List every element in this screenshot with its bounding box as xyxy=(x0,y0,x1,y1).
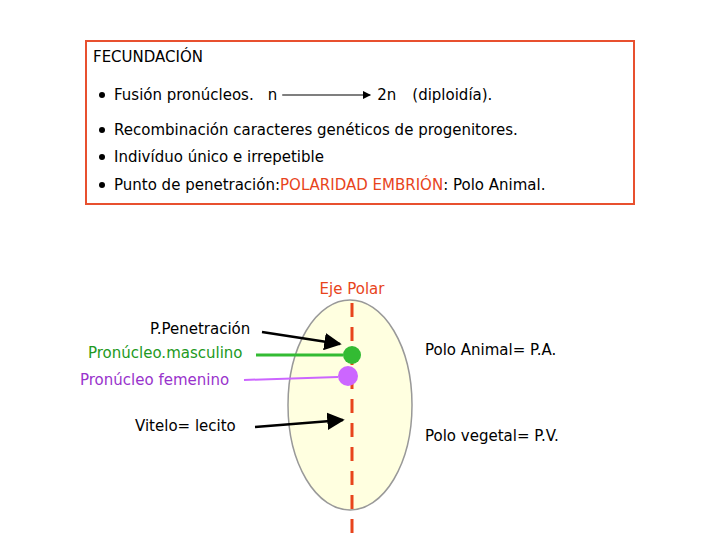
bullet-dot xyxy=(99,92,105,98)
part-label: Pronúcleo.masculino xyxy=(88,344,243,362)
leader-line xyxy=(244,377,338,380)
leader-arrow xyxy=(255,420,343,427)
part-label: Pronúcleo femenino xyxy=(80,371,229,389)
bullet-text: Fusión pronúcleos. xyxy=(114,86,254,104)
polar-axis xyxy=(351,303,354,536)
bullet-text: POLARIDAD EMBRIÓN xyxy=(280,176,443,194)
bullet-dot xyxy=(99,182,105,188)
bullet-dot xyxy=(99,127,105,133)
female-pronucleus xyxy=(338,366,358,386)
axis-label: Eje Polar xyxy=(320,280,385,298)
pole-label: Polo vegetal= P.V. xyxy=(425,427,559,445)
male-pronucleus xyxy=(343,346,361,364)
text-row: FECUNDACIÓN xyxy=(93,48,203,66)
bullet-text: 2n xyxy=(377,86,396,104)
bullet-text: Punto de penetración: xyxy=(114,176,280,194)
bullet-dot xyxy=(99,154,105,160)
leader-line xyxy=(256,354,343,357)
text-row: Indivíduo único e irrepetible xyxy=(114,148,324,166)
part-label: Vitelo= lecito xyxy=(135,417,236,435)
part-label: P.Penetración xyxy=(150,320,250,338)
leader-arrow xyxy=(262,332,340,344)
bullet-text: n xyxy=(268,86,278,104)
text-row: Recombinación caracteres genéticos de pr… xyxy=(114,121,518,139)
fusion-arrow xyxy=(282,94,370,95)
pole-label: Polo Animal= P.A. xyxy=(425,341,556,359)
bullet-text: : Polo Animal. xyxy=(443,176,545,194)
text-row: Punto de penetración:POLARIDAD EMBRIÓN: … xyxy=(114,176,545,194)
box-heading: FECUNDACIÓN xyxy=(93,48,203,66)
text-row: Fusión pronúcleos. n 2n (diploidía). xyxy=(114,86,492,104)
bullet-text: (diploidía). xyxy=(412,86,492,104)
bullet-text: Recombinación caracteres genéticos de pr… xyxy=(114,121,518,139)
egg-cell xyxy=(288,300,412,510)
bullet-text: Indivíduo único e irrepetible xyxy=(114,148,324,166)
concept-box: FECUNDACIÓN Fusión pronúcleos. n 2n (diploid… xyxy=(85,40,635,205)
